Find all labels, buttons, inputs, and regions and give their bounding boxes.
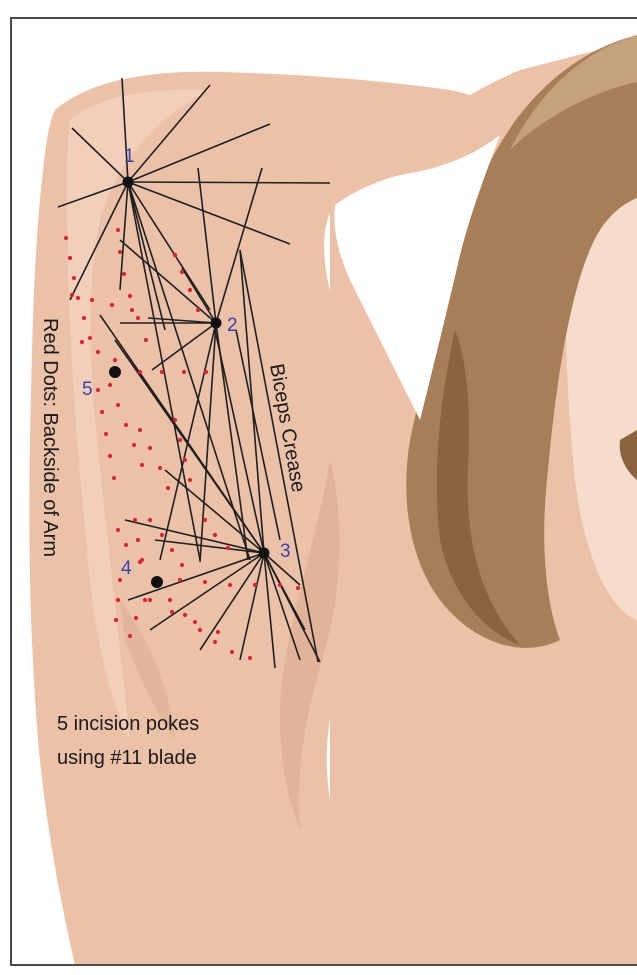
red-dot — [64, 236, 68, 240]
red-dot — [226, 546, 230, 550]
red-dot — [88, 336, 92, 340]
red-dot — [213, 640, 217, 644]
red-dot — [128, 294, 132, 298]
red-dot — [173, 418, 177, 422]
red-dot — [204, 370, 208, 374]
incision-point-3 — [259, 548, 270, 559]
red-dot — [228, 583, 232, 587]
red-dot — [230, 650, 234, 654]
red-dot — [116, 228, 120, 232]
red-dot — [124, 543, 128, 547]
red-dot — [213, 533, 217, 537]
point-label-4: 4 — [121, 558, 132, 579]
red-dot — [138, 370, 142, 374]
red-dot — [148, 598, 152, 602]
red-dot — [136, 316, 140, 320]
red-dot — [166, 486, 170, 490]
red-dot — [70, 293, 74, 297]
red-dot — [170, 548, 174, 552]
point-label-3: 3 — [280, 541, 291, 562]
red-dot — [203, 518, 207, 522]
red-dot — [198, 628, 202, 632]
red-dot — [253, 583, 257, 587]
red-dot — [116, 403, 120, 407]
red-dot — [108, 454, 112, 458]
red-dot — [248, 656, 252, 660]
red-dot — [158, 466, 162, 470]
red-dot — [134, 616, 138, 620]
red-dot — [278, 583, 282, 587]
caption-line-2: using #11 blade — [57, 747, 197, 769]
red-dots-note: Red Dots: Backside of Arm — [39, 318, 61, 557]
red-dot — [122, 272, 126, 276]
red-dot — [182, 370, 186, 374]
incision-point-2 — [211, 318, 222, 329]
red-dot — [76, 296, 80, 300]
red-dot — [144, 338, 148, 342]
red-dot — [160, 533, 164, 537]
red-dot — [90, 298, 94, 302]
point-label-1: 1 — [124, 146, 135, 167]
red-dot — [183, 458, 187, 462]
red-dot — [193, 620, 197, 624]
red-dot — [112, 476, 116, 480]
red-dot — [296, 586, 300, 590]
red-dot — [216, 630, 220, 634]
red-dot — [68, 256, 72, 260]
caption-line-1: 5 incision pokes — [57, 713, 199, 735]
red-dot — [108, 383, 112, 387]
red-dot — [82, 316, 86, 320]
red-dot — [133, 518, 137, 522]
incision-point-4 — [151, 576, 163, 588]
red-dot — [128, 634, 132, 638]
red-dot — [203, 580, 207, 584]
red-dot — [113, 358, 117, 362]
red-dot — [143, 598, 147, 602]
red-dot — [104, 432, 108, 436]
red-dot — [72, 276, 76, 280]
red-dot — [130, 308, 134, 312]
cannula-line — [128, 182, 330, 183]
red-dot — [140, 463, 144, 467]
red-dot — [96, 350, 100, 354]
red-dot — [183, 613, 187, 617]
red-dot — [96, 388, 100, 392]
red-dot — [140, 558, 144, 562]
red-dot — [116, 598, 120, 602]
red-dot — [148, 446, 152, 450]
red-dot — [178, 438, 182, 442]
red-dot — [138, 428, 142, 432]
incision-point-1 — [123, 177, 134, 188]
red-dot — [100, 410, 104, 414]
red-dot — [178, 578, 182, 582]
red-dot — [170, 610, 174, 614]
red-dot — [116, 528, 120, 532]
red-dot — [160, 370, 164, 374]
red-dot — [110, 303, 114, 307]
red-dot — [173, 253, 177, 257]
red-dot — [114, 618, 118, 622]
red-dot — [80, 340, 84, 344]
red-dot — [136, 538, 140, 542]
incision-point-5 — [109, 366, 121, 378]
red-dot — [148, 518, 152, 522]
red-dot — [132, 443, 136, 447]
red-dot — [188, 478, 192, 482]
red-dot — [196, 308, 200, 312]
red-dot — [180, 270, 184, 274]
point-label-5: 5 — [82, 379, 93, 400]
red-dot — [188, 288, 192, 292]
red-dot — [118, 250, 122, 254]
red-dot — [168, 598, 172, 602]
red-dot — [124, 423, 128, 427]
point-label-2: 2 — [227, 315, 238, 336]
red-dot — [180, 563, 184, 567]
